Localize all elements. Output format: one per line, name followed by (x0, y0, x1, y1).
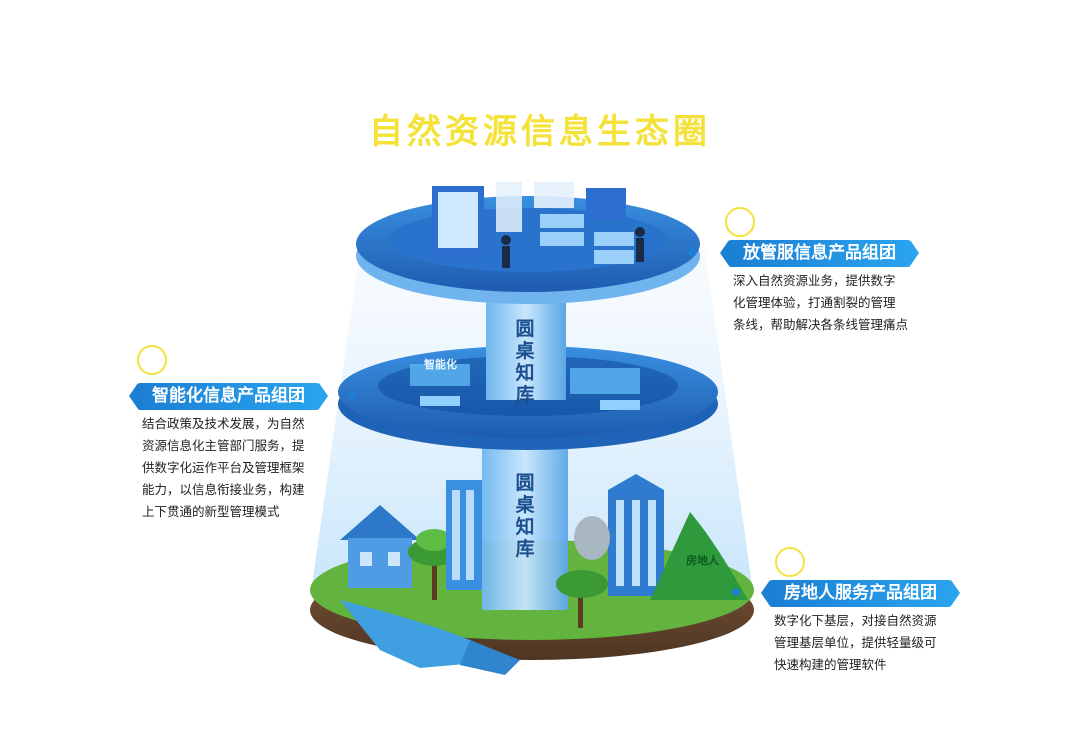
desc-line: 深入自然资源业务，提供数字 (733, 273, 896, 288)
desc-line: 管理基层单位，提供轻量级可 (774, 635, 937, 650)
upper-pillar-label: 圆桌知库 (515, 318, 535, 406)
lower-pillar (482, 440, 568, 610)
page-title: 自然资源信息生态圈 (369, 112, 711, 152)
desc-line: 数字化下基层，对接自然资源 (774, 613, 937, 628)
group-desc-fangdiren: 数字化下基层，对接自然资源 管理基层单位，提供轻量级可 快速构建的管理软件 (774, 610, 937, 676)
group-label-fangguanfu: 放管服信息产品组团 (720, 240, 919, 267)
tower-right-icon (608, 474, 664, 596)
rock-icon (574, 516, 610, 560)
desc-line: 化管理体验，打通割裂的管理 (733, 295, 896, 310)
hill-icon (650, 512, 748, 600)
house-icon (340, 505, 420, 588)
group-label-zhinenghua: 智能化信息产品组团 (129, 383, 328, 410)
desc-line: 能力，以信息衔接业务，构建 (142, 482, 305, 497)
hill-tag: 房地人 (686, 554, 719, 567)
ring-icon (137, 345, 167, 375)
group-label-fangdiren: 房地人服务产品组团 (761, 580, 960, 607)
upper-pillar (486, 290, 566, 400)
desc-line: 快速构建的管理软件 (774, 657, 887, 672)
desc-line: 供数字化运作平台及管理框架 (142, 460, 305, 475)
connector-dot (348, 392, 356, 400)
middle-tag: 智能化 (424, 358, 457, 371)
group-desc-fangguanfu: 深入自然资源业务，提供数字 化管理体验，打通割裂的管理 条线，帮助解决各条线管理… (733, 270, 908, 336)
group-desc-zhinenghua: 结合政策及技术发展，为自然 资源信息化主管部门服务，提 供数字化运作平台及管理框… (142, 413, 305, 523)
desc-line: 条线，帮助解决各条线管理痛点 (733, 317, 909, 332)
lower-pillar-label: 圆桌知库 (515, 472, 535, 560)
tree-right-icon (556, 570, 608, 628)
top-disk (356, 182, 700, 304)
connector-dot (688, 248, 696, 256)
ring-icon (725, 207, 755, 237)
ring-icon (775, 547, 805, 577)
connector-dot (732, 588, 740, 596)
tower-left-icon (446, 480, 482, 590)
desc-line: 结合政策及技术发展，为自然 (142, 416, 305, 431)
desc-line: 资源信息化主管部门服务，提 (142, 438, 305, 453)
desc-line: 上下贯通的新型管理模式 (142, 504, 280, 519)
